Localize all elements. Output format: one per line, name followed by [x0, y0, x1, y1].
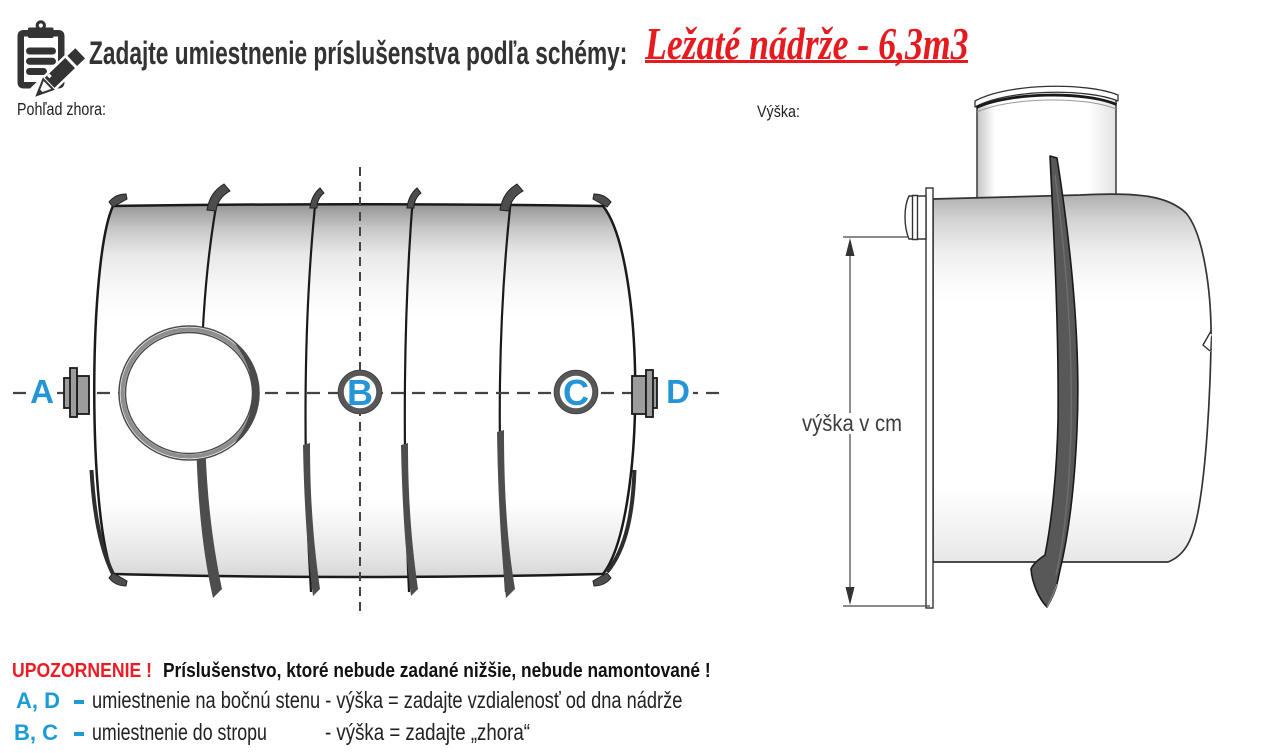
svg-text:B: B — [347, 372, 373, 413]
svg-text:D: D — [666, 373, 690, 410]
svg-text:výška v cm: výška v cm — [802, 410, 902, 436]
svg-text:A: A — [30, 373, 54, 410]
svg-text:C: C — [563, 372, 589, 413]
